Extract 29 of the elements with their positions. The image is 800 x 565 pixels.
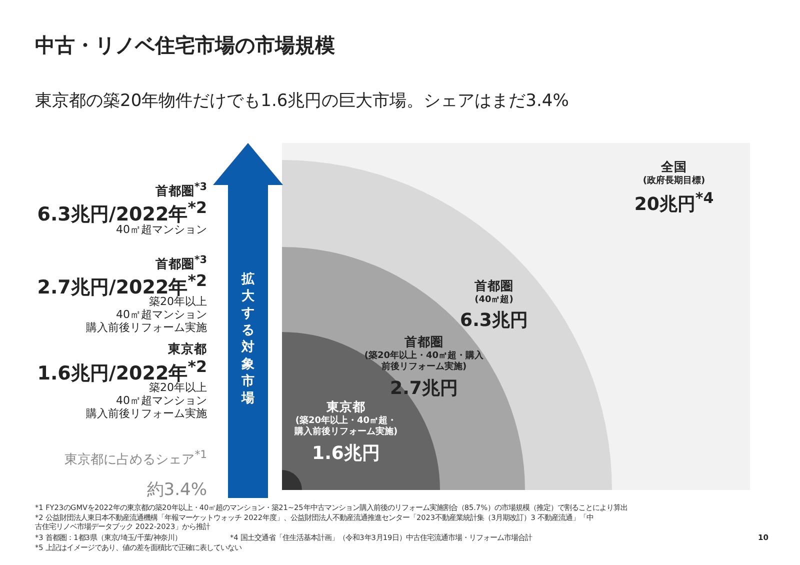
condition-text: 40㎡超マンション — [116, 307, 207, 322]
market-value: 20兆円$^{*4}$ — [633, 189, 715, 216]
condition-text: 購入前後リフォーム実施 — [86, 406, 207, 421]
region-name: 東京都 — [168, 341, 207, 358]
title: 中古・リノベ住宅市場の市場規模 — [35, 32, 335, 59]
region-name: 首都圏$^{*3}$ — [155, 181, 207, 200]
market-value: 1.6兆円 — [311, 442, 381, 464]
condition-text: 築20年以上 — [149, 381, 207, 395]
arrow-label: 拡大する対象市場 — [240, 271, 256, 407]
region-name: 全国 — [660, 159, 688, 175]
region-name: 首都圏 — [404, 334, 444, 350]
market-value: 2.7兆円 — [389, 376, 459, 400]
condition-text: (40㎡超) — [474, 295, 514, 306]
condition-text: (築20年以上・40㎡超・購入前後リフォーム実施) — [294, 416, 398, 438]
condition-text: 40㎡超マンション — [116, 393, 207, 408]
market-value: 6.3兆円 — [459, 309, 529, 332]
region-name: 首都圏 — [474, 278, 514, 294]
expansion-arrow — [213, 143, 283, 498]
condition-text: 購入前後リフォーム実施 — [86, 320, 207, 335]
condition-text: (政府長期目標) — [642, 176, 706, 188]
subtitle: 東京都の築20年物件だけでも1.6兆円の巨大市場。シェアはまだ3.4% — [35, 90, 569, 112]
market-value: 6.3兆円/2022年$^{*2}$ — [37, 198, 207, 226]
condition-text: 40㎡超マンション — [116, 223, 207, 237]
region-name: 東京都 — [326, 399, 366, 415]
condition-text: (築20年以上・40㎡超・購入前後リフォーム実施) — [364, 351, 484, 374]
share-value: 約3.4% — [146, 479, 207, 501]
share-text: 東京都に占めるシェア$^{*1}$ — [64, 448, 207, 468]
region-name: 首都圏$^{*3}$ — [155, 254, 207, 274]
condition-text: 築20年以上 — [149, 295, 207, 309]
